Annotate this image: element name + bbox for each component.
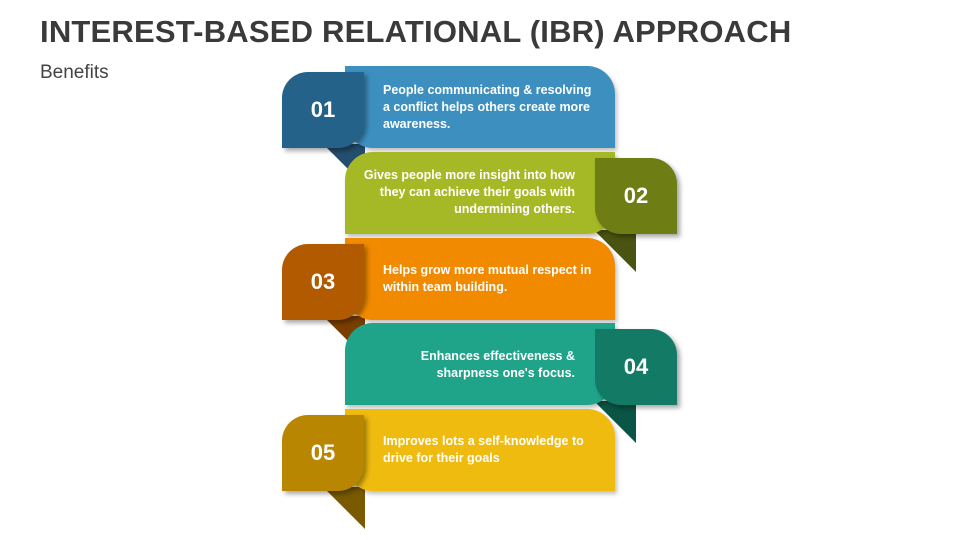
benefit-2-band	[345, 152, 615, 234]
page-title: INTEREST-BASED RELATIONAL (IBR) APPROACH	[40, 14, 792, 49]
benefit-5-band	[345, 409, 615, 491]
benefit-3-text: Helps grow more mutual respect in within…	[383, 263, 592, 294]
benefit-3-band	[345, 238, 615, 320]
benefit-1-band	[345, 66, 615, 148]
benefit-item-2: 02 Gives people more insight into how th…	[0, 152, 960, 272]
benefit-item-3: 03 Helps grow more mutual respect in wit…	[0, 238, 960, 358]
benefit-item-1: 01 People communicating & resolving a co…	[0, 66, 960, 186]
benefit-2-text: Gives people more insight into how they …	[363, 168, 575, 216]
page-subtitle: Benefits	[40, 62, 109, 83]
benefit-5-pointer	[323, 487, 365, 529]
benefit-5-number-badge: 05	[282, 415, 364, 491]
benefit-3-number-badge: 03	[282, 244, 364, 320]
benefit-5-text: Improves lots a self-knowledge to drive …	[383, 434, 584, 465]
benefit-1-number-badge: 01	[282, 72, 364, 148]
benefit-item-4: 04 Enhances effectiveness & sharpness on…	[0, 323, 960, 443]
benefit-item-5: 05 Improves lots a self-knowledge to dri…	[0, 409, 960, 529]
benefit-4-text: Enhances effectiveness & sharpness one's…	[420, 349, 575, 380]
benefit-1-text: People communicating & resolving a confl…	[383, 83, 592, 131]
benefit-4-number-badge: 04	[595, 329, 677, 405]
benefit-4-band	[345, 323, 615, 405]
benefit-2-number-badge: 02	[595, 158, 677, 234]
